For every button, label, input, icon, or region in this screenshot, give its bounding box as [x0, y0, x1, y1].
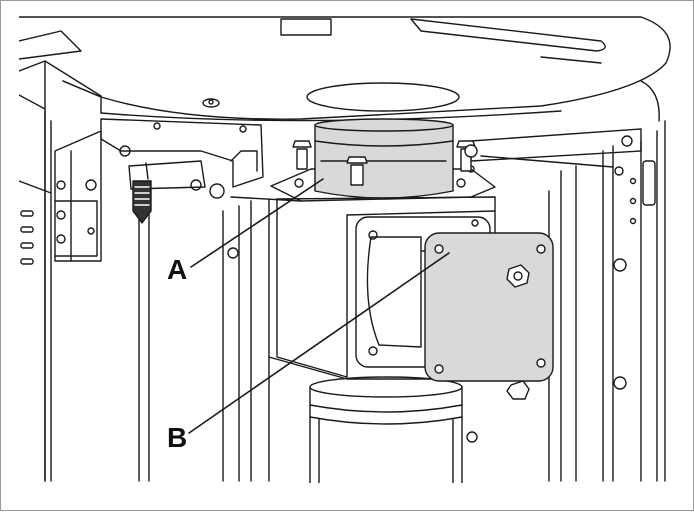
frame-posts: [138, 120, 666, 482]
callout-label-b: B: [167, 422, 187, 453]
left-mounting-bracket: [54, 130, 102, 262]
leader-lines: [188, 178, 450, 434]
cover-plate-part-b: [424, 232, 554, 400]
belt: [132, 180, 152, 224]
top-plate: [19, 16, 671, 122]
collar-part-a: [292, 118, 478, 199]
flange-plate: [230, 165, 496, 202]
right-rail: [470, 128, 656, 206]
lower-cylinder: [309, 376, 463, 483]
left-cabinet-panel: [19, 60, 102, 482]
upper-bracket: [100, 118, 264, 199]
callout-label-a: A: [167, 254, 187, 285]
